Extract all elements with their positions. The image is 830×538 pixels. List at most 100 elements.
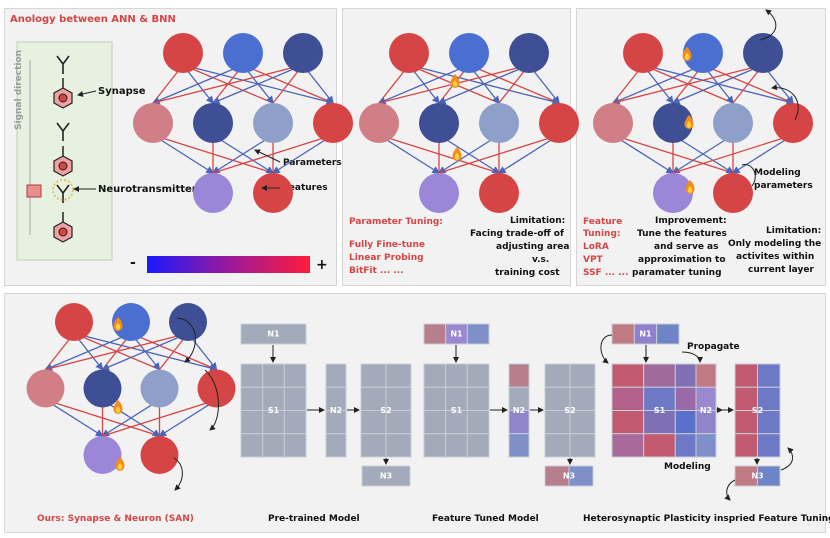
transmitter-icon [26,184,42,198]
feat-method-1: VPT [583,255,603,265]
hetero-caption: Heterosynaptic Plasticity inspried Featu… [583,514,830,524]
neuron-node [112,303,150,341]
neuron-node [253,103,293,143]
s1-block-cell [240,410,264,435]
panel-analogy-title: Anology between ANN & BNN [10,14,176,25]
neuron-node [253,173,293,213]
h-n1-block-label: N1 [639,330,652,339]
feat-method-2: SSF ... ... [583,268,629,278]
neuron-node [539,103,579,143]
n3-block-cell [361,465,411,487]
ft-s1-block-cell [466,386,490,411]
h-n3-block-label: N3 [751,472,763,481]
s1-block-cell [283,386,307,411]
neuron-node [223,33,263,73]
synapse-edge [158,399,217,437]
parameters-label: Parameters [283,158,342,168]
synapse-edge [612,64,764,104]
ft-s1-block-cell [466,363,490,388]
s2-block-cell [360,433,387,458]
neuron-node [313,103,353,143]
neuron-node [449,33,489,73]
s1-block-cell [262,363,285,388]
n2-block-cell [325,433,347,458]
flame-icon-core [115,323,121,330]
synapse-edge [378,134,441,174]
h-s1-block-cell [643,363,676,388]
neuron-node [479,103,519,143]
ft-n1-block-cell [423,323,447,345]
nucleus-icon [58,161,68,171]
param-limitation-3: v.s. [532,255,550,265]
modeling-arc [771,84,799,121]
ft-n1-block-label: N1 [450,330,463,339]
ft-s1-block-cell [466,410,490,435]
synapse-edge [101,399,160,437]
modeling-label: Modeling [664,462,711,472]
s2-block-label: S2 [380,406,391,415]
synapse-edge [101,332,189,371]
synapse-edge [671,134,734,174]
n1-block-cell [240,323,307,345]
synapse-edge [211,134,274,174]
neuron-node [623,33,663,73]
ft-s1-block-cell [445,363,468,388]
synapse-edge [497,134,560,174]
ft-s2-block-cell [569,433,596,458]
dendrite-icon [56,184,70,203]
feat-improvement-3: approximation to [638,255,726,265]
n3-block-label: N3 [380,472,392,481]
feat-limitation-3: current layer [748,265,814,275]
neuron-node [419,103,459,143]
param-method-2: BitFit ... ... [349,266,404,276]
feedback-arc [724,479,736,501]
neuron-node [743,33,783,73]
h-s2-block-cell [757,363,781,388]
modeling-arc [759,9,777,41]
neuron-node [55,303,93,341]
s2-block-cell [360,363,387,388]
nucleus-icon [58,93,68,103]
ft-n2-block-cell [508,433,530,458]
color-scale-bar [147,256,310,273]
s1-block-label: S1 [268,406,280,415]
s2-block-cell [385,433,412,458]
param-method-1: Linear Probing [349,253,424,263]
flame-icon-core [452,80,458,87]
feat-improvement-1: Tune the features [637,229,727,239]
neuron-node [389,33,429,73]
feat-method-0: LoRA [583,242,609,252]
ft-s1-block-cell [423,386,447,411]
scale-minus-label: - [130,255,136,271]
h-s1-block-cell [611,410,645,435]
synapse-edge [437,134,500,174]
pretrained-caption: Pre-trained Model [268,514,360,524]
n2-block-label: N2 [330,406,342,415]
flame-icon-core [115,406,121,413]
h-n2-block-cell [695,433,717,458]
flame-icon-core [686,121,692,128]
synapse-edge [611,64,704,105]
neuron-node [359,103,399,143]
ft-s2-block-cell [544,433,571,458]
param-limitation-4: training cost [495,268,560,278]
param-method-0: Fully Fine-tune [349,240,425,250]
neuron-node [713,173,753,213]
h-s2-block-cell [734,433,758,458]
ft-s1-block-cell [445,433,468,458]
param-limitation-0: Limitation: [510,216,566,226]
propagate-arc [600,334,613,364]
s1-block-cell [240,386,264,411]
h-s1-block-cell [611,363,645,388]
ft-n3-block-cell [568,465,594,487]
neuron-node [140,436,179,474]
modeling-arc [741,164,756,187]
ft-n2-block-label: N2 [513,406,525,415]
neuron-node [419,173,459,213]
h-n1-block-cell [611,323,635,345]
feature-tuned-caption: Feature Tuned Model [432,514,539,524]
neuron-node [193,173,233,213]
neuron-node [283,33,323,73]
synapse-edge [151,64,244,105]
